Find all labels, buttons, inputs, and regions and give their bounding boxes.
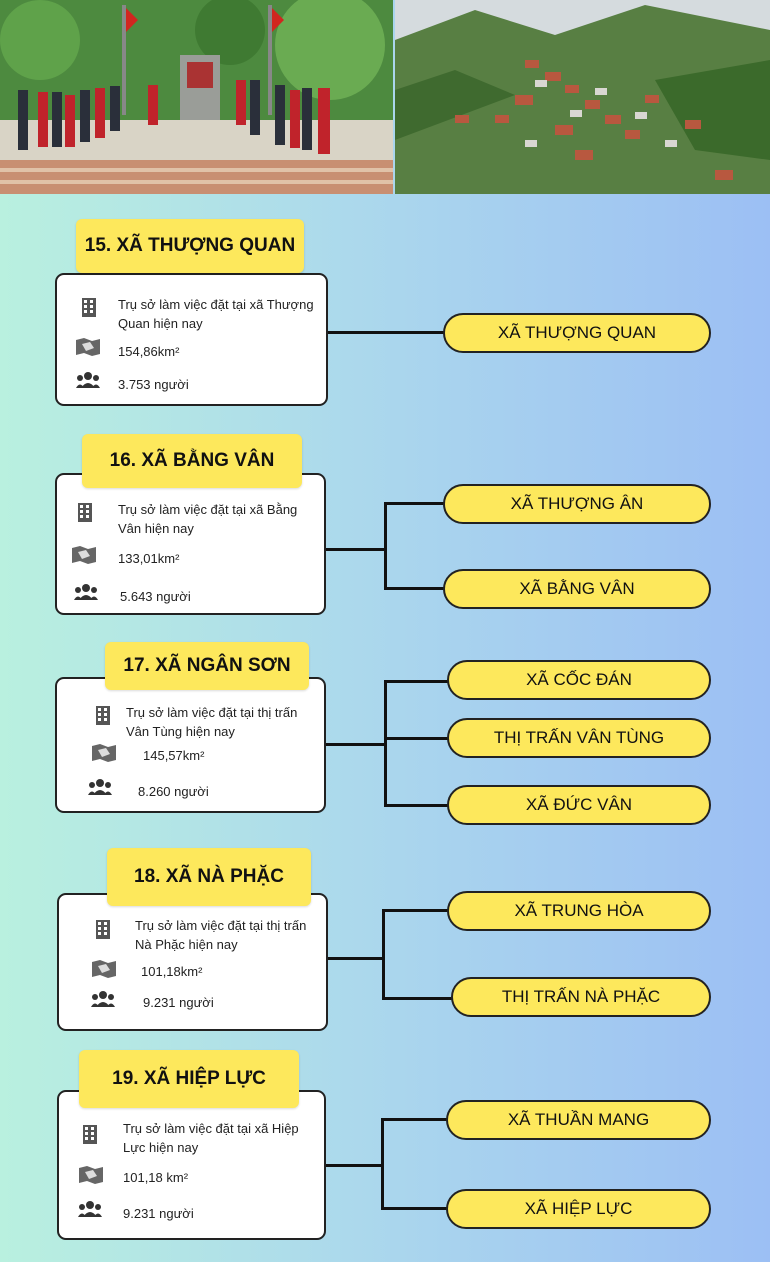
building-icon (92, 918, 114, 939)
connector-line (382, 909, 448, 912)
connector-line (384, 502, 444, 505)
info-card (57, 1090, 326, 1240)
office-text: Trụ sở làm việc đặt tại thị trấn Nà Phặc… (135, 918, 307, 952)
building-icon (92, 704, 114, 725)
connector-line (384, 587, 444, 590)
connector-line (382, 909, 385, 1000)
commune-pill: XÃ THƯỢNG QUAN (443, 313, 711, 353)
commune-pill: THỊ TRẤN NÀ PHẶC (451, 977, 711, 1017)
area-text: 133,01km² (118, 551, 180, 566)
land-map-icon (76, 338, 100, 358)
connector-line (322, 1164, 384, 1167)
commune-pill: XÃ CỐC ĐÁN (447, 660, 711, 700)
commune-pill: XÃ THƯỢNG ÂN (443, 484, 711, 524)
area-text: 154,86km² (118, 344, 180, 359)
commune-pill: THỊ TRẤN VÂN TÙNG (447, 718, 711, 758)
connector-line (381, 1207, 447, 1210)
connector-line (384, 680, 387, 807)
people-icon (76, 371, 100, 391)
population-text: 8.260 người (138, 784, 209, 799)
people-icon (88, 778, 112, 798)
building-icon (74, 501, 96, 522)
office-text: Trụ sở làm việc đặt tại thị trấn Vân Tùn… (126, 705, 298, 739)
connector-line (384, 502, 387, 590)
population-text: 5.643 người (120, 589, 191, 604)
commune-pill: XÃ TRUNG HÒA (447, 891, 711, 931)
land-map-icon (92, 960, 116, 980)
connector-line (381, 1118, 384, 1210)
section-title: 15. XÃ THƯỢNG QUAN (76, 219, 304, 273)
commune-pill: XÃ THUẦN MANG (446, 1100, 711, 1140)
building-icon (79, 1123, 101, 1144)
commune-pill: XÃ HIỆP LỰC (446, 1189, 711, 1229)
connector-line (322, 743, 386, 746)
connector-line (384, 737, 448, 740)
town-landscape-photo (395, 0, 770, 194)
connector-line (384, 680, 448, 683)
area-text: 101,18km² (141, 964, 203, 979)
people-icon (78, 1200, 102, 1220)
connector-line (382, 997, 452, 1000)
commune-pill: XÃ ĐỨC VÂN (447, 785, 711, 825)
land-map-icon (79, 1166, 103, 1186)
section-title: 17. XÃ NGÂN SƠN (105, 642, 309, 690)
connector-line (324, 331, 444, 334)
info-card (55, 273, 328, 406)
office-text: Trụ sở làm việc đặt tại xã Hiệp Lực hiện… (123, 1121, 299, 1155)
monument-group-photo (0, 0, 393, 194)
commune-pill: XÃ BẰNG VÂN (443, 569, 711, 609)
area-text: 101,18 km² (123, 1170, 189, 1185)
people-icon (74, 583, 98, 603)
building-icon (78, 296, 100, 317)
section-title: 16. XÃ BẰNG VÂN (82, 434, 302, 488)
section-title: 19. XÃ HIỆP LỰC (79, 1050, 299, 1108)
connector-line (322, 548, 386, 551)
area-text: 145,57km² (143, 748, 205, 763)
office-text: Trụ sở làm việc đặt tại xã Thượng Quan h… (118, 297, 314, 331)
info-card (55, 473, 326, 615)
office-text: Trụ sở làm việc đặt tại xã Bằng Vân hiện… (118, 502, 298, 536)
connector-line (381, 1118, 447, 1121)
population-text: 9.231 người (143, 995, 214, 1010)
land-map-icon (72, 546, 96, 566)
land-map-icon (92, 744, 116, 764)
population-text: 9.231 người (123, 1206, 194, 1221)
connector-line (324, 957, 384, 960)
section-title: 18. XÃ NÀ PHẶC (107, 848, 311, 906)
connector-line (384, 804, 448, 807)
population-text: 3.753 người (118, 377, 189, 392)
people-icon (91, 990, 115, 1010)
